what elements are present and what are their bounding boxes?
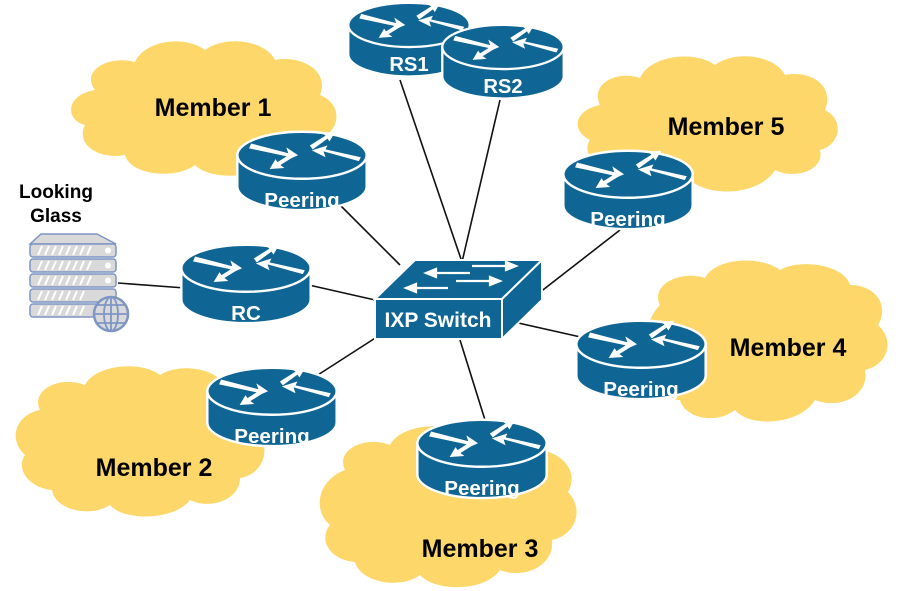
ixp-switch[interactable]: IXP Switch — [372, 257, 545, 342]
cloud-member-2 — [15, 366, 265, 517]
server-globe-icon — [28, 233, 130, 333]
link-ixp-rs1 — [399, 79, 463, 263]
router-rs2[interactable]: RS2 — [441, 23, 565, 100]
router-peering-member-3[interactable]: Peering — [416, 418, 548, 500]
router-rs1[interactable]: RS1 — [347, 1, 471, 78]
label-member-4: Member 4 — [730, 334, 847, 362]
router-rs2-label: RS2 — [483, 76, 522, 98]
router-rc-label: RC — [231, 302, 261, 325]
router-peering-member-2[interactable]: Peering — [206, 366, 338, 448]
label-member-5: Member 5 — [668, 113, 785, 141]
label-member-3: Member 3 — [422, 535, 539, 563]
router-peer2-label: Peering — [234, 425, 309, 448]
link-ixp-rs2 — [461, 99, 501, 263]
router-peer1-label: Peering — [264, 189, 339, 212]
router-rs1-label: RS1 — [389, 54, 428, 76]
router-peering-member-5[interactable]: Peering — [562, 149, 694, 231]
router-rc[interactable]: RC — [180, 243, 312, 325]
router-peering-member-1[interactable]: Peering — [236, 130, 368, 212]
link-ixp-peer1 — [339, 204, 401, 266]
router-peering-member-4[interactable]: Peering — [575, 319, 707, 401]
looking-glass-label-line1: Looking — [19, 182, 93, 203]
link-ixp-rc — [299, 282, 376, 301]
label-member-1: Member 1 — [155, 94, 272, 122]
link-ixp-peer5 — [529, 229, 621, 301]
link-ixp-peer3 — [459, 339, 486, 421]
cloud-member-4 — [645, 260, 888, 422]
router-peer5-label: Peering — [590, 208, 665, 231]
label-member-2: Member 2 — [96, 454, 213, 482]
link-ixp-peer2 — [309, 334, 381, 381]
looking-glass-server[interactable]: Looking Glass — [19, 182, 130, 333]
router-peer3-label: Peering — [444, 477, 519, 500]
link-rc-lg — [117, 282, 186, 289]
router-peer4-label: Peering — [603, 378, 678, 401]
ixp-switch-label: IXP Switch — [385, 309, 492, 332]
looking-glass-label-line2: Glass — [30, 206, 82, 227]
switch-icon — [372, 257, 545, 342]
